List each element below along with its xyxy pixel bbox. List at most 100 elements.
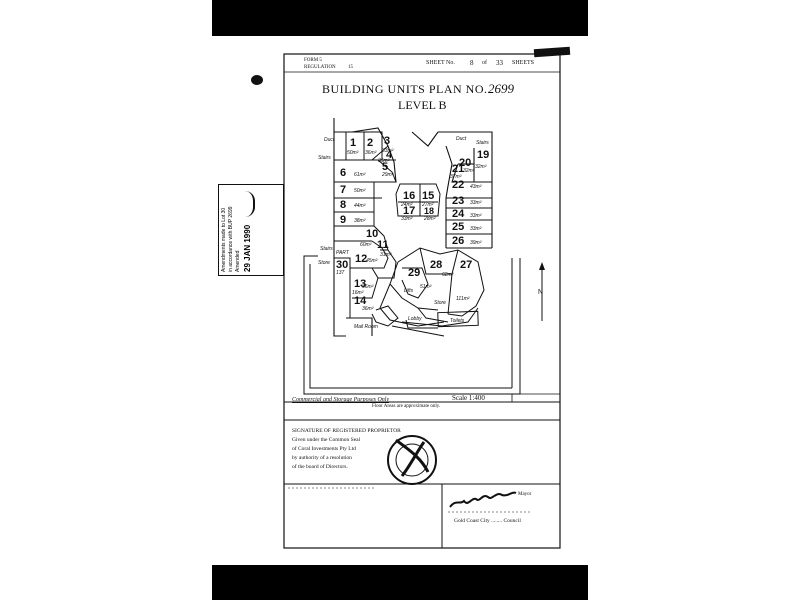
sixteen-sub-label: 16m² [352, 290, 364, 296]
amendment-stamp: Amendments made to Lot 30 in accordance … [218, 184, 284, 276]
unit-7-area: 50m² [354, 188, 366, 194]
stairs-left-label: Stairs [320, 246, 333, 252]
duct-right-label: Duct [456, 136, 467, 142]
unit-23-area: 33m² [470, 200, 482, 206]
unit-16-area: 24m² [400, 202, 413, 208]
unit-2-area: 36m² [365, 150, 377, 156]
lifts-label: Lifts [404, 288, 414, 294]
north-arrow-icon: N [538, 262, 545, 321]
left-units-grid [334, 131, 397, 319]
unit-28-number: 28 [430, 259, 442, 271]
unit-12-number: 12 [355, 253, 367, 265]
unit-18-number: 18 [424, 206, 434, 216]
building-outline [333, 118, 493, 337]
store2-label: Store [434, 300, 446, 306]
unit-22-area: 43m² [470, 184, 482, 190]
level-label: LEVEL B [398, 98, 447, 112]
unit-3-area: 33m² [382, 148, 394, 154]
unit-27-number: 27 [460, 259, 472, 271]
unit-4-number: 4 [386, 149, 393, 161]
unit-9-number: 9 [340, 214, 346, 226]
lower-units-grid [371, 247, 485, 337]
stamp-signature [237, 191, 255, 217]
scale-label: Scale 1:400 [452, 394, 485, 402]
approx-note: Floor Areas are approximate only. [372, 404, 441, 409]
unit-1-number: 1 [350, 137, 356, 149]
site-boundary [303, 255, 521, 395]
duct-label: Duct [324, 137, 335, 143]
unit-26-area: 39m² [470, 240, 482, 246]
plan-sheet: N [212, 36, 588, 565]
unit-21-number: 21 [452, 163, 464, 175]
sheet-number: 8 [470, 59, 474, 67]
unit-16-number: 16 [403, 190, 415, 202]
stamp-line-2: in accordance with BUP 2699 [228, 206, 234, 272]
ink-blot [251, 75, 263, 85]
unit-14-number: 14 [354, 295, 367, 307]
ink-mark [533, 46, 571, 58]
signature-line-2: of Coral Investments Pty Ltd [292, 446, 356, 452]
unit-1-area: 50m² [347, 150, 359, 156]
unit-3-number: 3 [384, 135, 390, 147]
unit-24-number: 24 [452, 208, 465, 220]
unit-5-number: 5 [382, 161, 388, 173]
signature-line-1: Given under the Common Seal [292, 437, 361, 443]
unit-19-area: 32m² [475, 164, 487, 170]
sheets-label: SHEETS [512, 60, 535, 66]
unit-7-number: 7 [340, 184, 346, 196]
part-label: PART [336, 250, 350, 256]
council-label: Gold Coast City ........ Council [454, 518, 521, 524]
core-units-grid [395, 183, 441, 217]
stairs-right-label: Stairs [476, 140, 489, 146]
total-sheets: 33 [496, 59, 503, 67]
unit-20-number: 20 [459, 157, 471, 169]
unit-18-area: 28m² [423, 216, 436, 222]
regulation-number: 15 [348, 65, 353, 70]
top-letterbox-bar [212, 0, 588, 36]
unit-8-number: 8 [340, 199, 346, 211]
store-label: Store [318, 260, 330, 266]
unit-25-number: 25 [452, 221, 464, 233]
plan-title: BUILDING UNITS PLAN NO. [322, 82, 488, 96]
form-number: FORM 5 [304, 58, 322, 63]
signature-line-3: by authority of a resolution [292, 455, 352, 461]
common-seal-stamp-icon [387, 435, 437, 485]
unit-20-area: 32m² [463, 168, 475, 174]
signature-heading: SIGNATURE OF REGISTERED PROPRIETOR [292, 428, 401, 434]
unit-12-area: 45m² [366, 258, 378, 264]
stairs-label: Stairs [318, 155, 331, 161]
unit-23-number: 23 [452, 195, 464, 207]
plan-drawing: N [251, 46, 571, 549]
unit-5-area: 29m² [381, 172, 394, 178]
unit-15-area: 27m² [421, 202, 434, 208]
toilets-label: Toilets [450, 318, 465, 324]
purpose-note: Commercial and Storage Purposes Only [292, 397, 390, 403]
of-label: of [482, 60, 487, 66]
unit-6-area: 61m² [354, 172, 366, 178]
lobby-label: Lobby [408, 316, 422, 322]
unit-6-number: 6 [340, 167, 346, 179]
unit-9-area: 38m² [354, 218, 366, 224]
unit-30-area: 137 [336, 270, 345, 276]
unit-11-area: 31m² [380, 252, 392, 258]
unit-13-number: 13 [354, 278, 366, 290]
unit-13-area: 36m² [362, 284, 374, 290]
unit-29-area: 51m² [420, 284, 432, 290]
unit-28-area: 62m² [442, 272, 454, 278]
mail-room-label: Mail Room [354, 324, 378, 330]
bottom-letterbox-bar [212, 565, 588, 600]
sheet-border [283, 53, 561, 549]
unit-8-area: 44m² [354, 203, 366, 209]
unit-11-number: 11 [377, 239, 389, 251]
sheet-label: SHEET No. [426, 60, 455, 66]
unit-17-number: 17 [403, 205, 415, 217]
unit-27-area: 111m² [456, 296, 470, 302]
unit-26-number: 26 [452, 235, 464, 247]
unit-15-number: 15 [422, 190, 434, 202]
unit-24-area: 33m² [470, 213, 482, 219]
regulation-label: REGULATION [304, 65, 336, 70]
unit-4-area: 35m² [378, 158, 390, 164]
mayor-label: Mayor [518, 492, 532, 497]
unit-29-number: 29 [408, 267, 420, 279]
unit-14-area: 36m² [362, 306, 374, 312]
